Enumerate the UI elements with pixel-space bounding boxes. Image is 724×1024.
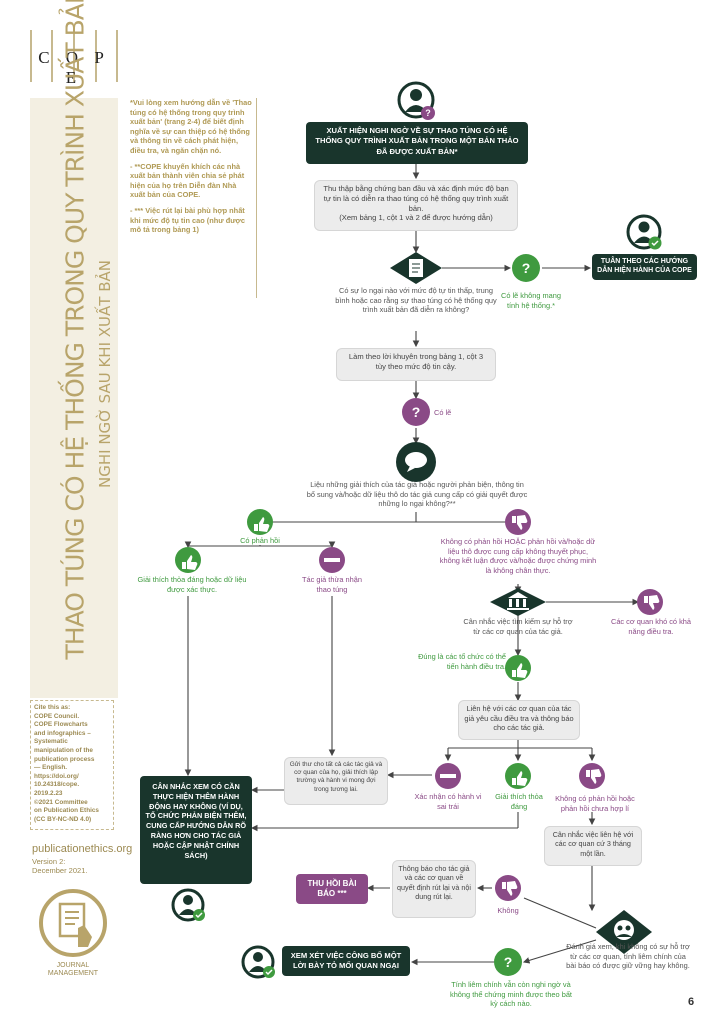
no-response-label: Không có phản hồi HOẶC phản hồi và/hoặc … — [439, 537, 597, 575]
page-number: 6 — [688, 996, 695, 1008]
cope-logo-text: C O P E — [38, 48, 110, 87]
cope-logo: C O P E — [30, 30, 118, 87]
retract-box: THU HỒI BÀI BÁO *** — [296, 874, 368, 904]
satisfactory-label: Giải thích thỏa đáng hoặc dữ liệu được x… — [137, 575, 247, 594]
thumbs-up-icon-satisfactory — [175, 547, 201, 573]
assess-label: Đánh giá xem, khi không có sự hỗ trợ từ … — [566, 942, 690, 971]
institution-diamond-icon — [490, 588, 546, 616]
thumbs-up-icon-appropriate — [505, 655, 531, 681]
letter-box: Gửi thư cho tất cả các tác giả và cơ qua… — [284, 757, 388, 805]
no-inst-response-label: Không có phản hồi hoặc phản hồi chưa hợp… — [555, 794, 635, 813]
recontact-box: Cân nhắc việc liên hệ với các cơ quan cứ… — [544, 826, 642, 866]
start-box: XUẤT HIỆN NGHI NGỜ VỀ SỰ THAO TÚNG CÓ HỆ… — [306, 122, 528, 164]
admit-label: Tác giả thừa nhận thao túng — [301, 575, 362, 594]
svg-text:?: ? — [412, 404, 421, 420]
notify-box: Thông báo cho tác giả và các cơ quan về … — [392, 860, 476, 918]
sidebar-band — [30, 98, 118, 698]
concern-box: XEM XÉT VIỆC CÔNG BỐ MỘT LỜI BÀY TỎ MỐI … — [282, 946, 410, 976]
integrity-doubt-label: Tính liêm chính vẫn còn nghi ngờ và khôn… — [450, 980, 572, 1009]
response-question: Liệu những giải thích của tác giả hoặc n… — [306, 480, 528, 509]
person-icon-top: ? — [397, 81, 435, 120]
contact-ask-box: Liên hệ với các cơ quan của tác giả yêu … — [458, 700, 580, 740]
document-diamond-icon — [390, 252, 442, 284]
question-badge-icon-doubt: ? — [494, 948, 522, 976]
person-icon-right — [626, 214, 662, 250]
speech-bubble-icon — [396, 442, 436, 482]
website-link[interactable]: publicationethics.org — [32, 843, 133, 855]
svg-text:?: ? — [522, 260, 531, 276]
version-text: Version 2: December 2021. — [32, 857, 88, 875]
minus-icon-admit — [319, 547, 345, 573]
person-icon-concern — [241, 945, 275, 979]
footnotes: *Vui lòng xem hướng dẫn về 'Thao túng có… — [130, 98, 252, 241]
consider-more-box: CÂN NHẮC XEM CÓ CẦN THỰC HIỆN THÊM HÀNH … — [140, 776, 252, 884]
maybe-label: Có lẽ — [434, 408, 452, 417]
svg-text:?: ? — [425, 108, 431, 118]
category-label: JOURNAL MANAGEMENT — [47, 962, 99, 977]
minus-icon-misconduct — [435, 763, 461, 789]
collect-evidence-box: Thu thập bằng chứng ban đầu và xác định … — [314, 180, 518, 231]
unreachable-label: Các cơ quan khó có khả năng điều tra. — [610, 617, 692, 636]
thumbs-down-icon-no — [495, 875, 521, 901]
thumbs-up-icon-satisfactory2 — [505, 763, 531, 789]
question-badge-icon-confidence: ? — [512, 254, 540, 282]
svg-text:?: ? — [504, 954, 513, 970]
no-label: Không — [497, 906, 519, 915]
maybe-not-label: Có lẽ không mang tính hệ thống.* — [501, 291, 561, 310]
journal-management-icon — [39, 889, 107, 957]
thumbs-down-icon-no-inst-response — [579, 763, 605, 789]
table-advice-box: Làm theo lời khuyên trong bảng 1, cột 3 … — [336, 348, 496, 381]
satisfactory2-label: Giải thích thỏa đáng — [495, 792, 543, 811]
thumbs-down-icon-no-response — [505, 509, 531, 535]
note-2: - **COPE khuyến khích các nhà xuất bản t… — [130, 161, 245, 200]
citation-box: Cite this as: COPE Council. COPE Flowcha… — [30, 700, 114, 830]
thumbs-down-icon-unreachable — [637, 589, 663, 615]
contact-institution-label: Cân nhắc việc tìm kiếm sự hỗ trợ từ các … — [463, 617, 573, 636]
notes-divider — [256, 98, 257, 298]
question-badge-icon-maybe: ? — [402, 398, 430, 426]
has-response-label: Có phản hồi — [240, 536, 280, 545]
group-diamond-icon — [596, 910, 652, 954]
appropriate-label: Đúng là các tổ chức có thể tiến hành điề… — [418, 652, 506, 671]
person-icon-consider — [171, 888, 205, 922]
thumbs-up-icon-response — [247, 509, 273, 535]
note-1: *Vui lòng xem hướng dẫn về 'Thao túng có… — [130, 98, 252, 155]
follow-guidance-box: TUÂN THEO CÁC HƯỚNG DẪN HIỆN HÀNH CỦA CO… — [592, 254, 697, 280]
confidence-question: Có sự lo ngại nào với mức độ tự tin thấp… — [335, 286, 497, 315]
misconduct-label: Xác nhận có hành vi sai trái — [414, 792, 482, 811]
note-3: - *** Việc rút lại bài phù hợp nhất khi … — [130, 205, 245, 235]
